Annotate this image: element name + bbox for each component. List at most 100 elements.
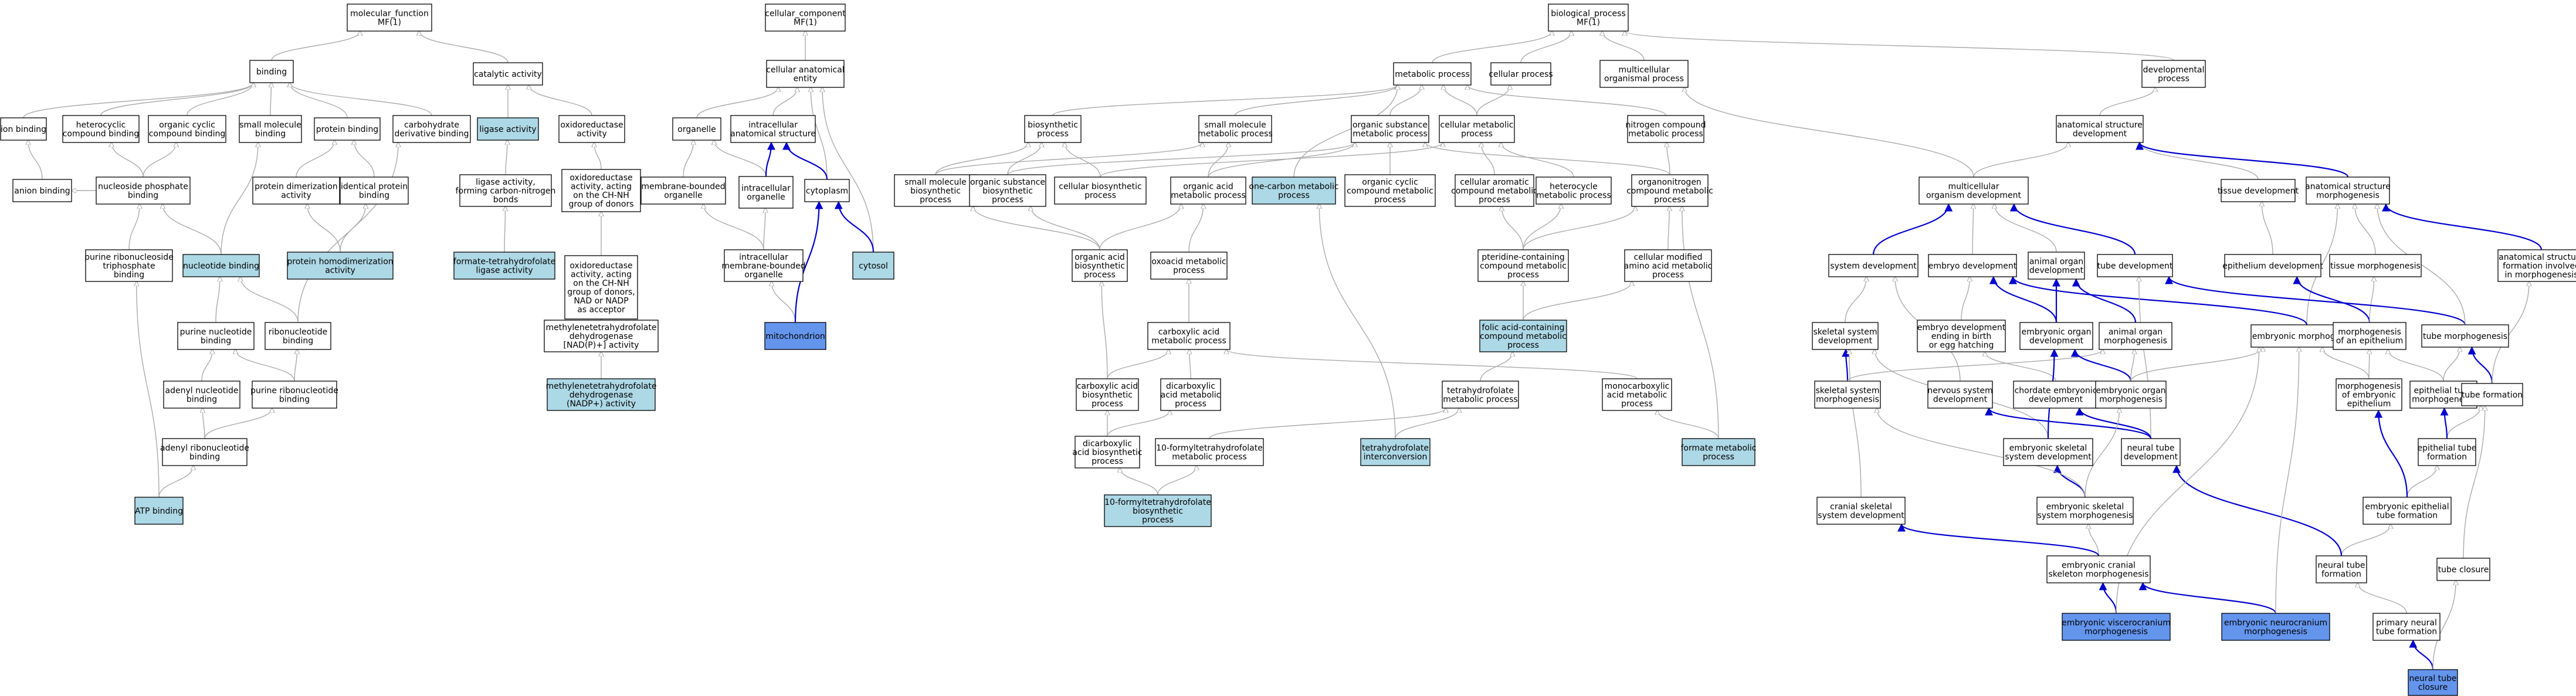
node-tubemorph[interactable]: tube morphogenesis — [2421, 324, 2509, 348]
node-tubeclosure[interactable]: tube closure — [2436, 558, 2490, 581]
node-protbinding[interactable]: protein binding — [314, 117, 381, 141]
node-cytoplasm[interactable]: cytoplasm — [804, 179, 850, 202]
node-epithdev[interactable]: epithelium development — [2222, 254, 2323, 277]
node-sysdev[interactable]: system development — [1828, 254, 1919, 277]
node-tissuedev[interactable]: tissue development — [2218, 179, 2299, 202]
node-anionbinding[interactable]: anion binding — [12, 179, 72, 202]
node-tubeform[interactable]: tube formation — [2461, 383, 2523, 406]
node-tubedev[interactable]: tube development — [2097, 254, 2173, 277]
node-metabolic[interactable]: metabolic process — [1393, 62, 1472, 86]
node-cellproc[interactable]: cellular process — [1489, 62, 1553, 86]
node-cytosol[interactable]: cytosol — [852, 252, 894, 280]
node-embryodev[interactable]: embryo development — [1928, 254, 2017, 277]
node-organelle[interactable]: organelle — [672, 117, 721, 141]
node-tissuemorph[interactable]: tissue morphogenesis — [2329, 254, 2422, 277]
node-ligase[interactable]: ligase activity — [477, 117, 539, 141]
node-binding[interactable]: binding — [249, 60, 294, 83]
node-ionbinding[interactable]: ion binding — [0, 117, 47, 141]
node-catalytic[interactable]: catalytic activity — [473, 62, 543, 86]
node-mito[interactable]: mitochondrion — [764, 322, 826, 350]
